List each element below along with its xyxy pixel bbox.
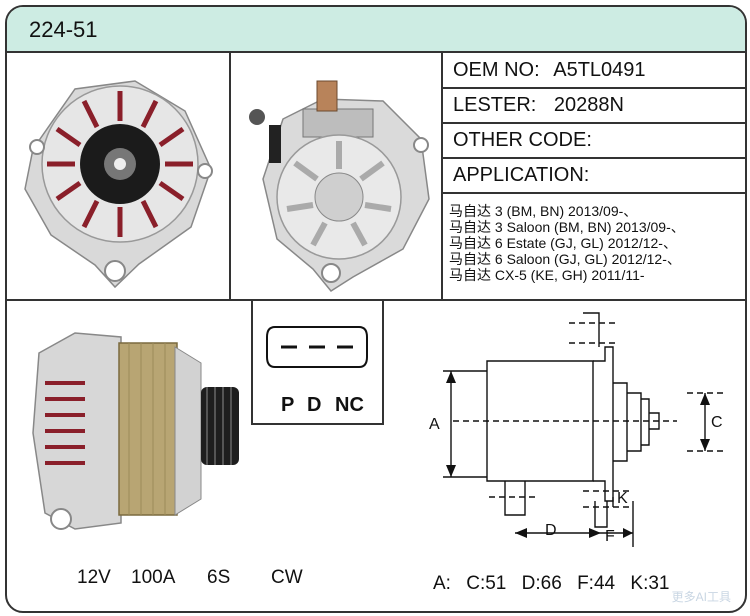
dimension-a: A: <box>433 573 451 594</box>
divider <box>441 87 745 89</box>
lester-row: LESTER: 20288N <box>453 94 624 117</box>
spec-rotation: CW <box>271 567 303 588</box>
dimension-label-a: A <box>429 416 440 433</box>
lester-value: 20288N <box>553 94 624 116</box>
plug-pin-label: NC <box>335 394 364 416</box>
lester-label: LESTER: <box>453 94 537 116</box>
spec-pulley: 6S <box>207 567 231 588</box>
divider <box>251 299 253 425</box>
application-item: 马自达 6 Estate (GJ, GL) 2012/12-、 <box>449 235 677 251</box>
oem-row: OEM NO: A5TL0491 <box>453 59 646 82</box>
dimension-k: K:31 <box>630 573 670 594</box>
dimension-label-f: F <box>605 528 615 545</box>
application-list: 马自达 3 (BM, BN) 2013/09-、 马自达 3 Saloon (B… <box>449 203 685 283</box>
divider <box>229 51 231 301</box>
dimension-drawing: A C D F K <box>429 312 727 547</box>
alternator-rear-photo <box>249 80 430 292</box>
oem-label: OEM NO: <box>453 59 540 81</box>
application-item: 马自达 6 Saloon (GJ, GL) 2012/12-、 <box>449 251 681 267</box>
dimension-c: C:51 <box>466 573 507 594</box>
application-label: APPLICATION: <box>453 164 590 186</box>
application-item: 马自达 3 (BM, BN) 2013/09-、 <box>449 203 638 219</box>
alternator-side-photo <box>32 332 239 530</box>
divider <box>7 299 745 301</box>
divider <box>441 122 745 124</box>
header-bar: 224-51 <box>7 7 745 53</box>
spec-current: 100A <box>131 567 176 588</box>
divider <box>441 157 745 159</box>
dimension-f: F:44 <box>577 573 616 594</box>
watermark: 更多AI工具 <box>671 590 731 604</box>
plug-pin-label: D <box>307 394 321 416</box>
other-code-label: OTHER CODE: <box>453 129 592 151</box>
dimension-label-d: D <box>545 522 557 539</box>
application-item: 马自达 3 Saloon (BM, BN) 2013/09-、 <box>449 219 685 235</box>
product-sheet: 224-51 OEM NO: A5TL0491 LESTER: 20288N O… <box>5 5 747 613</box>
divider <box>251 423 384 425</box>
application-item: 马自达 CX-5 (KE, GH) 2011/11- <box>449 267 645 283</box>
dimension-d: D:66 <box>521 573 562 594</box>
divider <box>441 192 745 194</box>
dimension-label-k: K <box>617 490 628 507</box>
part-code: 224-51 <box>29 17 98 42</box>
oem-value: A5TL0491 <box>553 59 646 81</box>
dimension-values: A: C:51 D:66 F:44 K:31 <box>433 573 679 595</box>
divider <box>382 299 384 425</box>
divider <box>441 51 443 301</box>
other-code-row: OTHER CODE: <box>453 129 592 152</box>
dimension-label-c: C <box>711 414 723 431</box>
alternator-front-photo <box>24 80 213 289</box>
plug-connector-diagram: P D NC <box>266 326 368 416</box>
spec-voltage: 12V <box>77 567 111 588</box>
plug-pin-label: P <box>281 394 294 416</box>
